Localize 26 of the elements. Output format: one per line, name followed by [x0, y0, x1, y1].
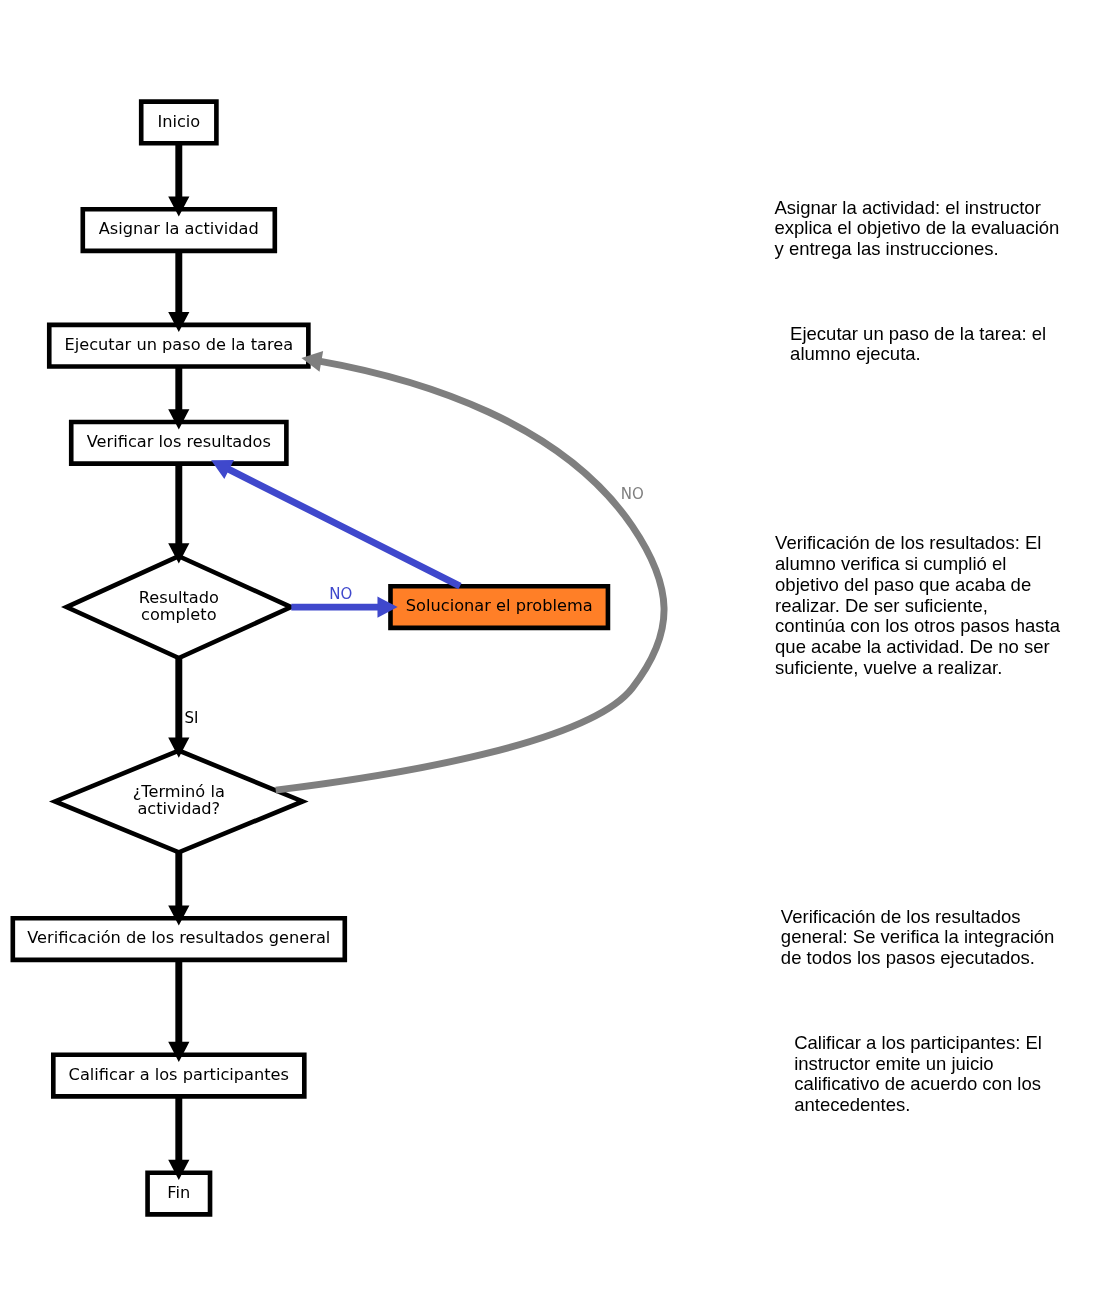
- label: Ejecutar un paso de la tarea: el alumno ejecuta.: [790, 322, 1047, 364]
- label: Asignar la actividad: el instructor explica el objetivo de la evaluación y entrega las instrucciones.: [774, 196, 1060, 259]
- arrow: [211, 459, 462, 589]
- node-box: Solucionar el problema: [388, 583, 611, 630]
- arrow: [168, 366, 190, 429]
- arrow: [275, 350, 668, 794]
- node-diamond: ¿Terminó la actividad?: [48, 747, 309, 855]
- node-box: Calificar a los participantes: [51, 1051, 307, 1099]
- node-box: Verificación de los resultados general: [10, 915, 348, 962]
- arrow: [168, 1096, 190, 1180]
- node-box: Verificar los resultados: [68, 419, 289, 466]
- node-box: Ejecutar un paso de la tarea: [46, 322, 311, 369]
- node-box: Asignar la actividad: [80, 206, 278, 253]
- arrow: [168, 959, 190, 1062]
- edge-label: SI: [184, 708, 199, 727]
- arrow: [168, 463, 190, 563]
- label: Calificar a los participantes: El instructor emite un juicio calificativo de acuerdo con los antecedentes.: [794, 1031, 1042, 1115]
- label: Verificación de los resultados: El alumno verifica si cumplió el objetivo del paso que acaba de realizar. De ser suficiente, continúa con los otros pasos hasta que acabe la actividad. De no ser suficiente, vuelve a realizar.: [775, 531, 1060, 678]
- node-box: Inicio: [138, 98, 219, 146]
- arrow: [168, 250, 190, 332]
- label: Verificación de los resultados general: Se verifica la integración de todos los pasos ejecutados.: [780, 905, 1055, 968]
- edge-label: NO: [620, 484, 644, 503]
- arrow: [168, 657, 190, 758]
- node-box: Fin: [145, 1169, 213, 1217]
- edge-label: NO: [329, 584, 353, 603]
- arrow: [168, 142, 190, 217]
